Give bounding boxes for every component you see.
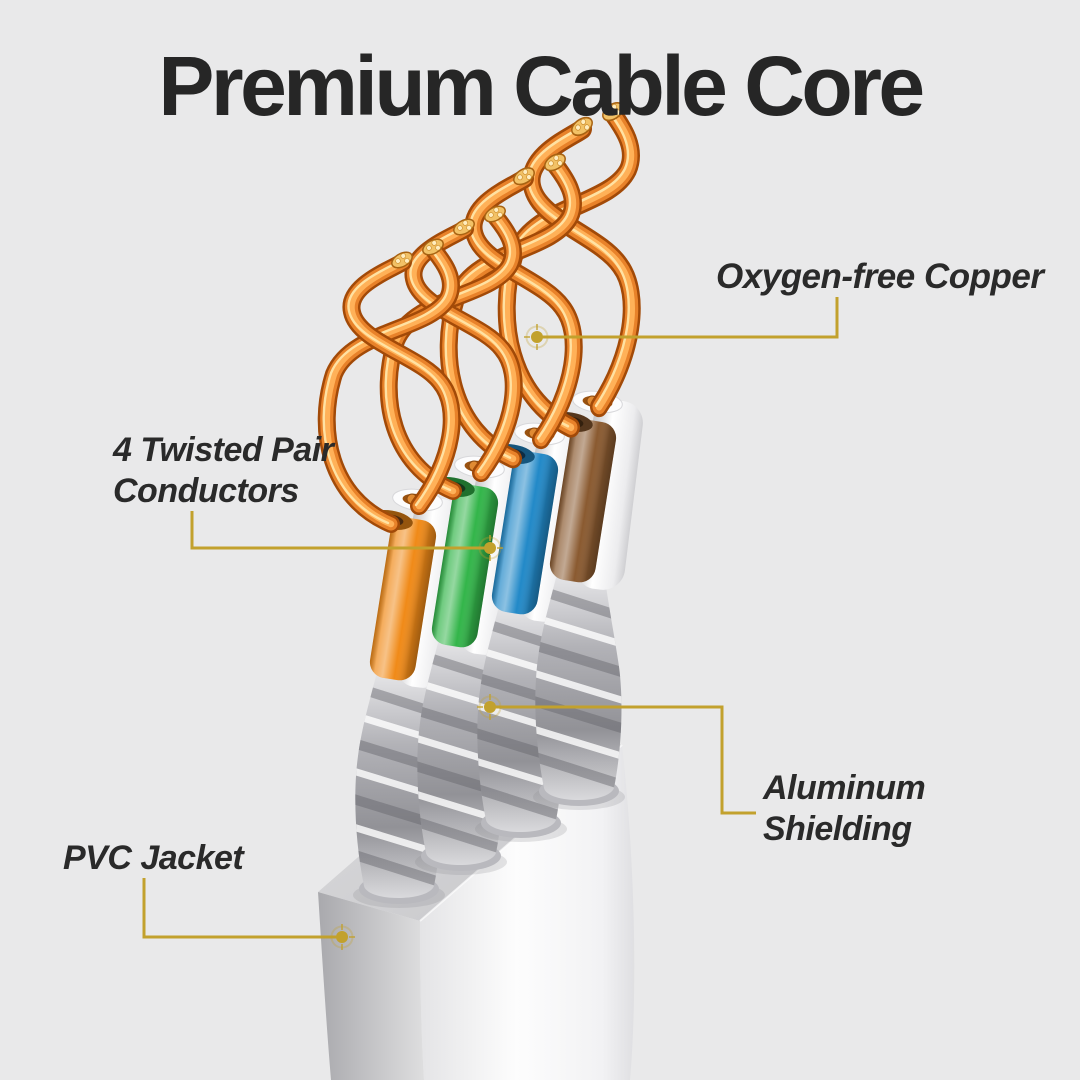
callout-oxygen-free-copper-label: Oxygen-free Copper — [716, 257, 1044, 296]
callout-twisted-pair-line1: 4 Twisted Pair — [113, 431, 334, 469]
leader-pvc-jacket — [142, 878, 356, 951]
callout-leaders — [142, 297, 839, 951]
callout-aluminum-shielding-line1: Aluminum — [763, 769, 926, 807]
copper-pair-1 — [324, 238, 452, 524]
leader-aluminum-shielding — [476, 693, 756, 815]
callout-pvc-jacket: PVC Jacket — [63, 838, 244, 879]
copper-pair-3 — [446, 153, 574, 459]
leader-twisted-pair — [190, 511, 504, 562]
conductor-sleeve-orange — [368, 509, 437, 681]
pair-column-brown — [533, 390, 643, 810]
callout-oxygen-free-copper: Oxygen-free Copper — [716, 256, 1044, 297]
jacket-front-face — [420, 745, 635, 1080]
copper-pairs — [324, 101, 632, 524]
callout-twisted-pair: 4 Twisted Pair Conductors — [113, 430, 334, 512]
callout-twisted-pair-line2: Conductors — [113, 472, 299, 510]
leader-oxygen-free-copper — [523, 297, 839, 351]
callout-aluminum-shielding: Aluminum Shielding — [763, 768, 926, 850]
copper-pair-2 — [386, 205, 514, 491]
page-title: Premium Cable Core — [158, 39, 925, 133]
callout-aluminum-shielding-line2: Shielding — [763, 810, 912, 848]
jacket-left-face — [318, 892, 424, 1080]
conductor-sleeve-green — [430, 476, 499, 648]
copper-pair-4 — [504, 101, 632, 427]
conductor-sleeve-blue — [490, 443, 559, 615]
callout-pvc-jacket-label: PVC Jacket — [63, 839, 244, 877]
